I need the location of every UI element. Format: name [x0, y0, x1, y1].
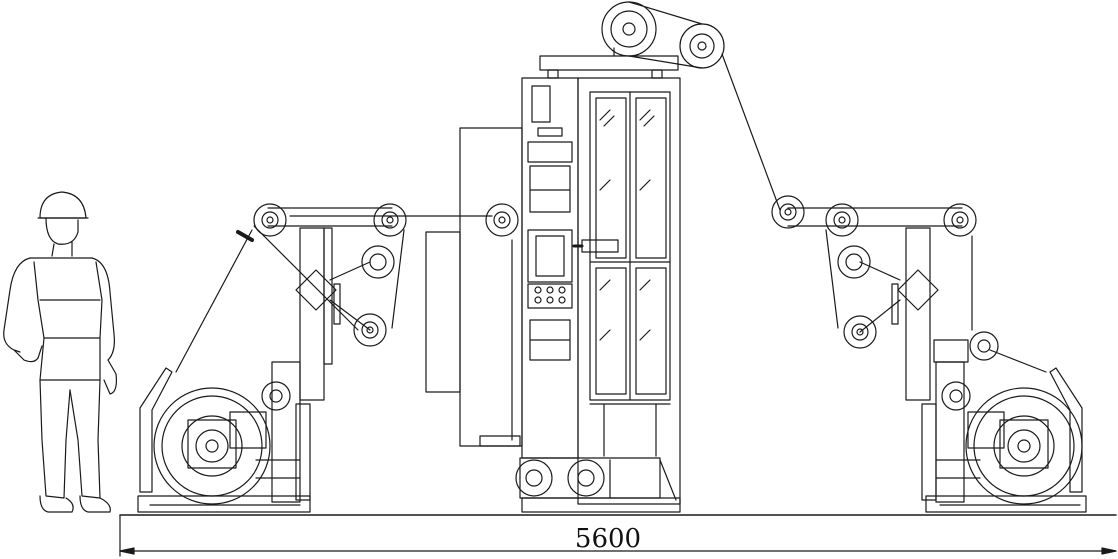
operator-figure	[4, 192, 117, 512]
right-unwind-station	[922, 350, 1086, 512]
overall-width-dimension	[120, 515, 1116, 556]
vertical-packing-machine	[426, 2, 780, 512]
left-unwind-station	[138, 230, 310, 512]
left-guide-roller-frame	[238, 204, 492, 400]
right-guide-roller-frame	[772, 196, 998, 400]
dimension-label: 5600	[575, 524, 641, 554]
